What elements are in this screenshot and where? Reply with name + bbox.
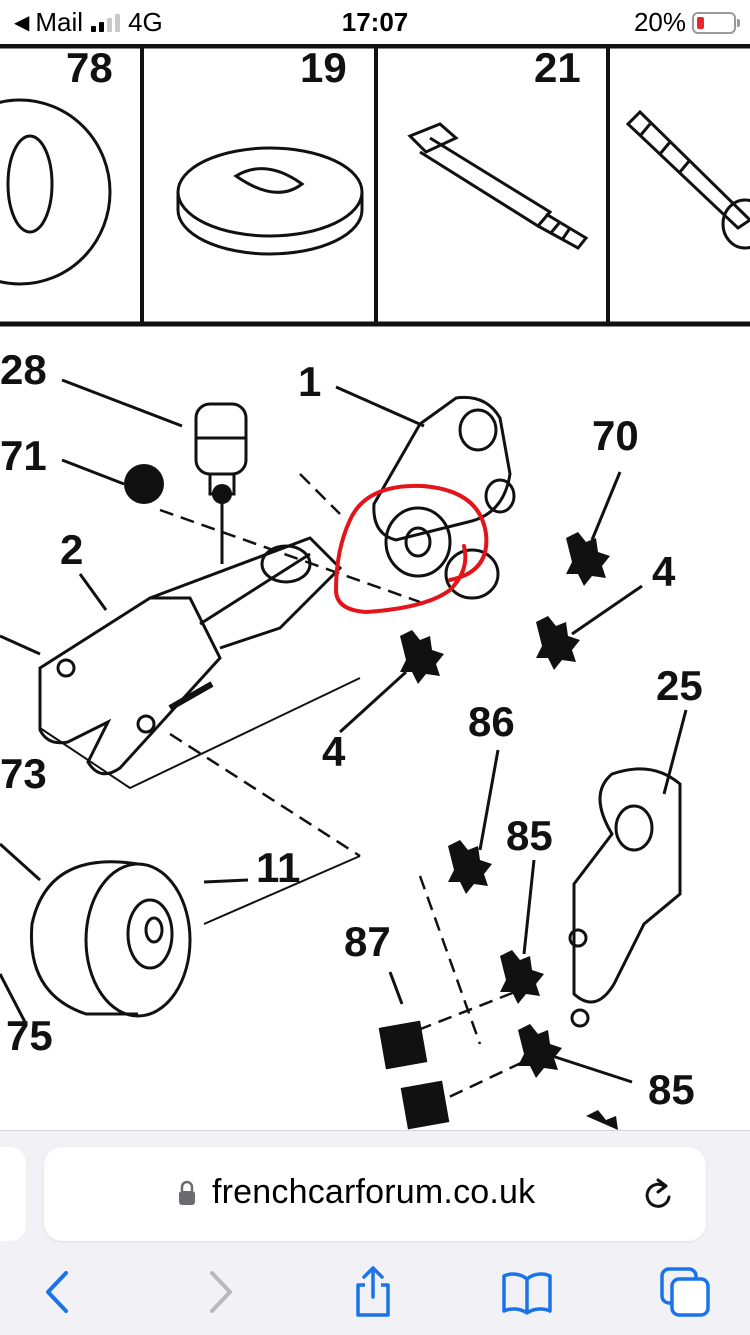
network-label: 4G bbox=[128, 7, 163, 37]
battery-icon bbox=[692, 11, 740, 34]
parts-diagram-image: 78 19 21 28 1 70 71 2 4 4 25 86 85 73 11… bbox=[0, 44, 750, 1130]
part-label-78: 78 bbox=[66, 44, 113, 91]
browser-toolbar bbox=[0, 1261, 750, 1335]
part-label-86: 86 bbox=[468, 698, 515, 745]
part-label-71: 71 bbox=[0, 432, 47, 479]
part-label-70: 70 bbox=[592, 412, 639, 459]
part-label-11: 11 bbox=[256, 844, 300, 891]
tabs-icon[interactable] bbox=[658, 1265, 712, 1319]
part-label-4-bottom: 4 bbox=[322, 728, 346, 775]
part-label-25: 25 bbox=[656, 662, 703, 709]
signal-strength-icon bbox=[91, 13, 121, 32]
battery-percent: 20% bbox=[633, 7, 686, 37]
browser-bottom-bar: frenchcarforum.co.uk bbox=[0, 1130, 750, 1335]
part-label-4-right: 4 bbox=[652, 548, 676, 595]
status-right: 20% bbox=[633, 7, 740, 38]
part-label-1: 1 bbox=[298, 358, 321, 405]
chevron-left-icon[interactable] bbox=[32, 1265, 86, 1319]
part-label-2: 2 bbox=[60, 526, 83, 573]
part-label-19: 19 bbox=[300, 44, 347, 91]
part-label-21: 21 bbox=[534, 44, 581, 91]
lock-icon bbox=[179, 1180, 195, 1205]
part-label-85-upper: 85 bbox=[506, 812, 553, 859]
share-icon[interactable] bbox=[346, 1265, 400, 1319]
status-time: 17:07 bbox=[341, 7, 409, 37]
address-bar[interactable]: frenchcarforum.co.uk bbox=[44, 1147, 706, 1241]
chevron-right-icon[interactable] bbox=[192, 1265, 246, 1319]
part-label-73: 73 bbox=[0, 750, 47, 797]
part-label-85-lower: 85 bbox=[648, 1066, 695, 1113]
part-label-75: 75 bbox=[6, 1012, 53, 1059]
part-label-87: 87 bbox=[344, 918, 391, 965]
part-label-28: 28 bbox=[0, 346, 47, 393]
status-left[interactable]: ◀ Mail 4G bbox=[14, 7, 163, 38]
url-text[interactable]: frenchcarforum.co.uk bbox=[212, 1173, 536, 1211]
status-bar: ◀ Mail 4G 17:07 20% bbox=[0, 0, 750, 44]
book-icon[interactable] bbox=[500, 1265, 554, 1319]
previous-tab-preview[interactable] bbox=[0, 1147, 26, 1241]
back-app-label[interactable]: Mail bbox=[35, 7, 84, 37]
reload-icon[interactable] bbox=[640, 1175, 676, 1215]
back-to-app-icon[interactable]: ◀ bbox=[14, 12, 30, 34]
